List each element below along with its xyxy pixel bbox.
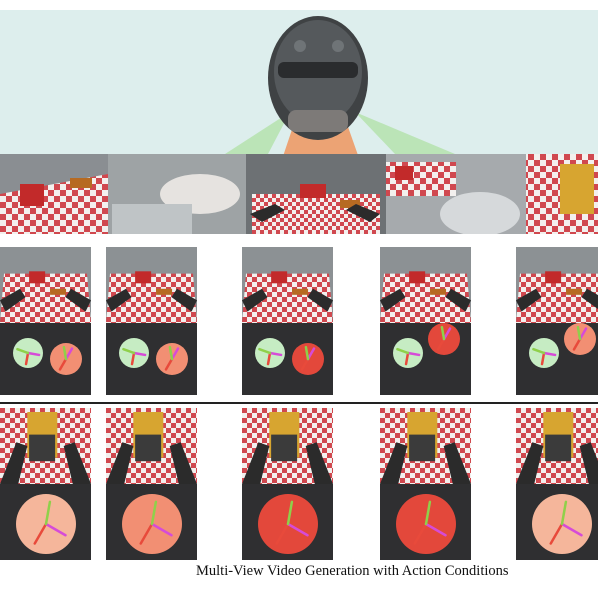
wrist-camera-frame bbox=[106, 408, 197, 560]
figure-caption: Multi-View Video Generation with Action … bbox=[196, 563, 509, 579]
wrist-camera-frame bbox=[0, 408, 91, 560]
wrist-camera-row bbox=[0, 408, 598, 563]
head-camera-frame bbox=[380, 247, 471, 395]
head-camera-frame bbox=[516, 247, 598, 395]
right-camera-beam bbox=[355, 112, 455, 154]
head-camera-frame bbox=[242, 247, 333, 395]
multi-view-strip bbox=[0, 154, 598, 234]
wrist-camera-frame bbox=[380, 408, 471, 560]
row-divider bbox=[0, 402, 598, 404]
head-camera-frame bbox=[0, 247, 91, 395]
head-camera-frame bbox=[106, 247, 197, 395]
head-camera-row bbox=[0, 247, 598, 397]
wrist-camera-frame bbox=[242, 408, 333, 560]
left-camera-beam bbox=[225, 112, 290, 154]
wrist-camera-frame bbox=[516, 408, 598, 560]
